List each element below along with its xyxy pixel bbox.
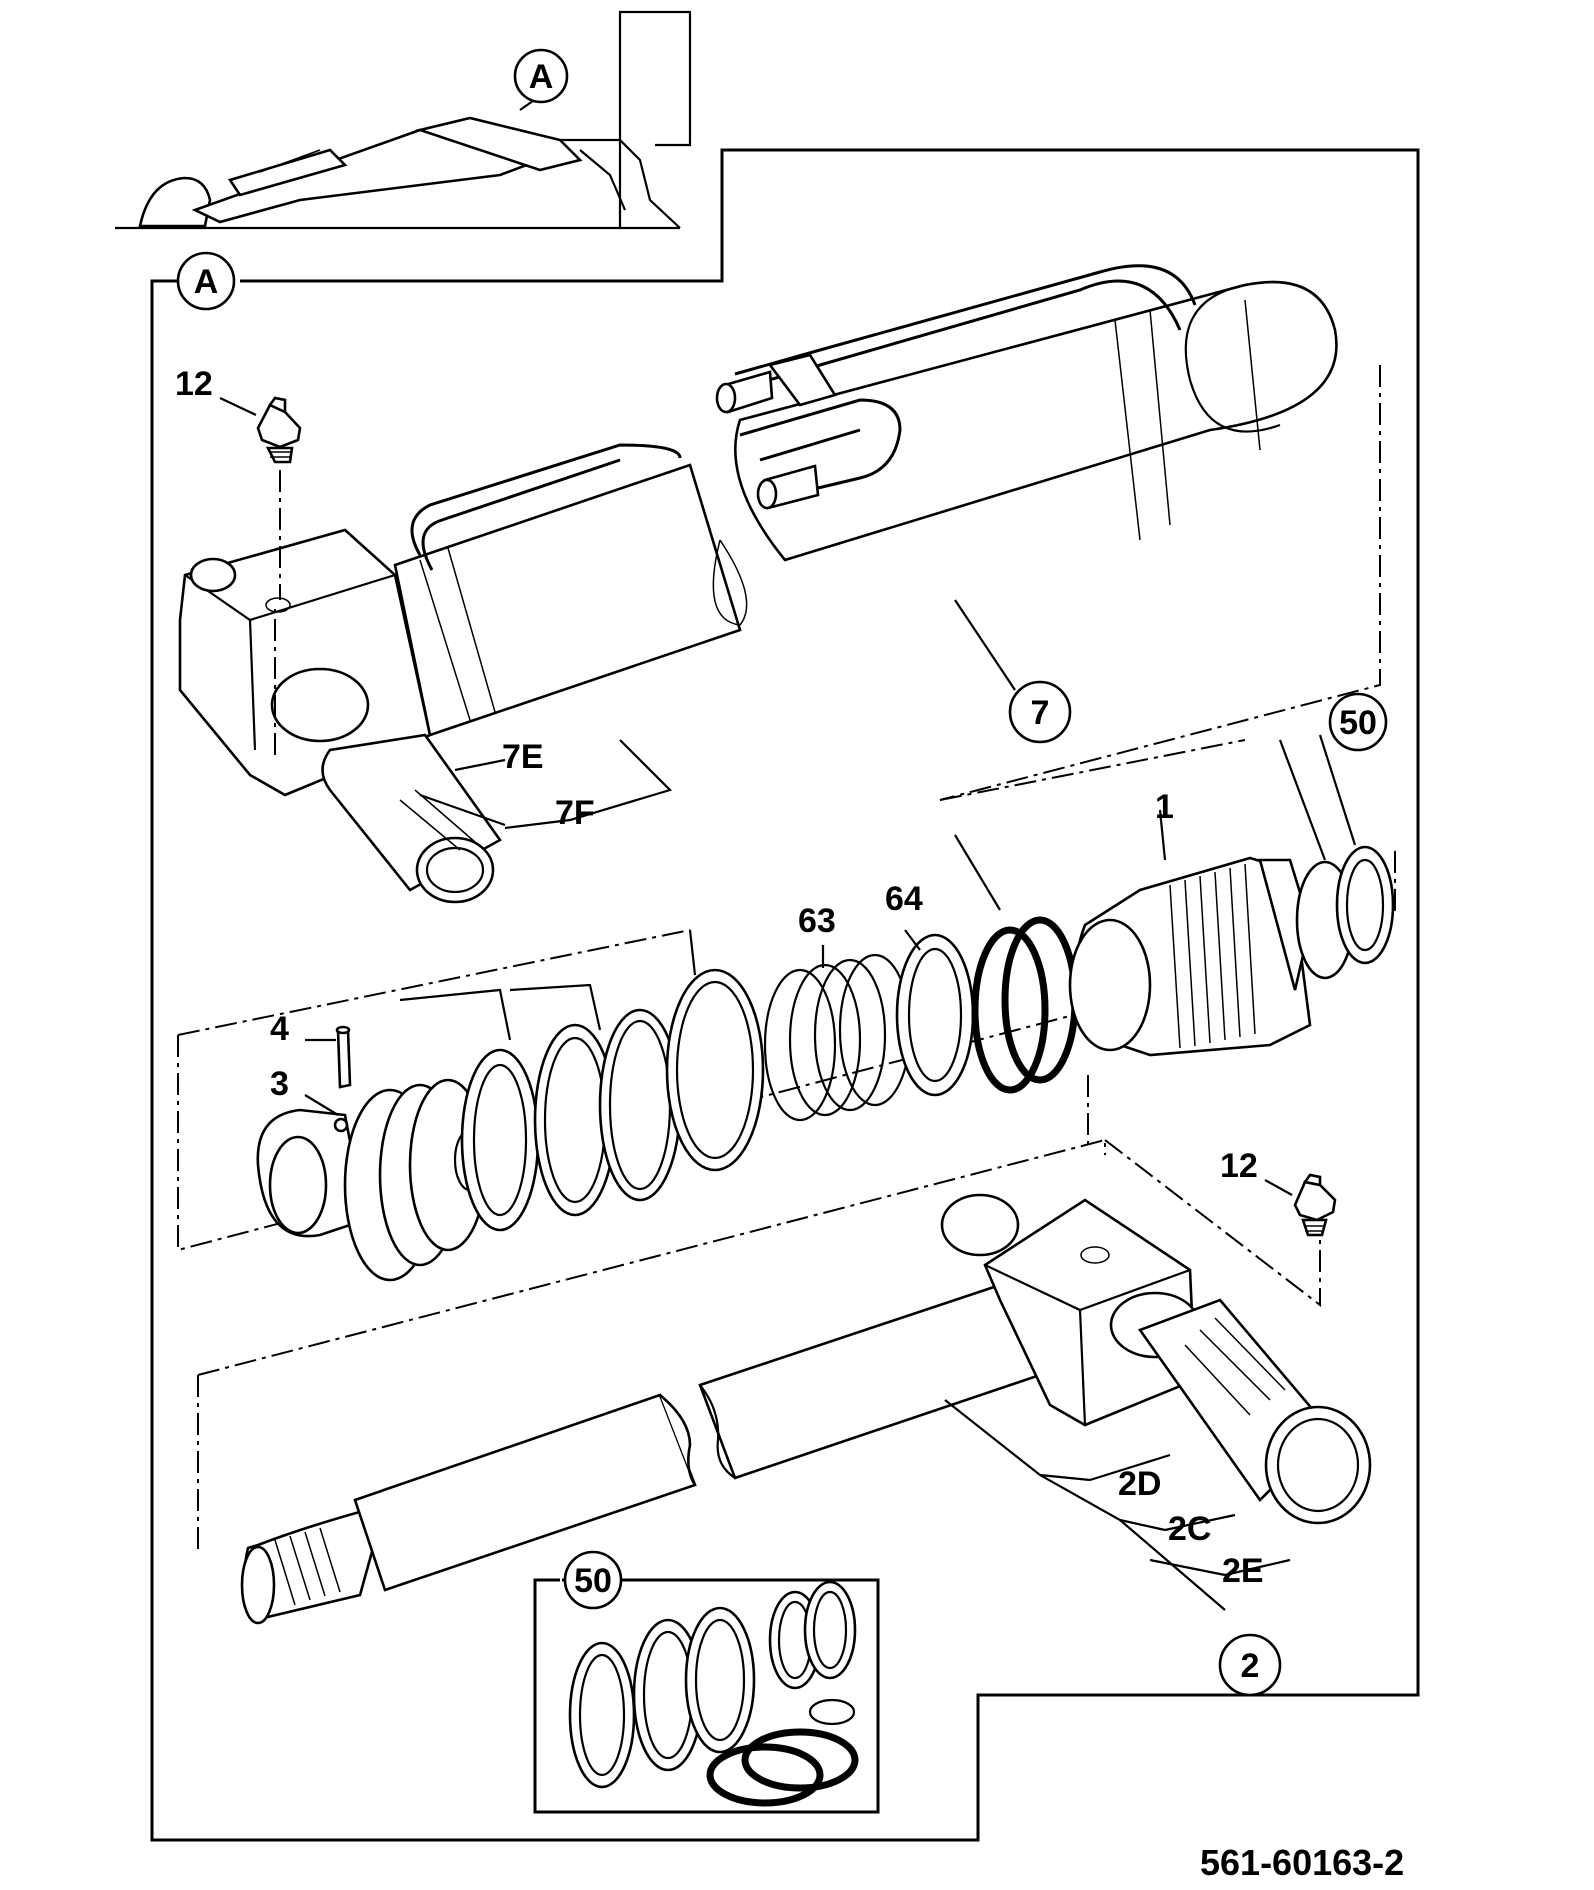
callout-7f: 7F	[555, 794, 595, 832]
view-a-reference-top: A	[513, 48, 569, 111]
callout-2e: 2E	[1222, 1552, 1264, 1590]
main-frame	[150, 148, 1420, 1842]
callout-7: 7	[1008, 680, 1072, 744]
callout-3: 3	[270, 1065, 289, 1103]
callout-4: 4	[270, 1010, 289, 1048]
grease-nipple-top	[219, 396, 302, 600]
view-a-reference-main: A	[176, 251, 236, 311]
drawing-number: 561-60163-2	[1200, 1842, 1404, 1883]
cylinder-body	[178, 264, 1381, 904]
grease-nipple-right	[1264, 1173, 1337, 1237]
callout-50-inset-label: 50	[574, 1562, 612, 1600]
callout-50-main-label: 50	[1339, 704, 1377, 742]
machine-overview	[115, 10, 692, 230]
callout-1: 1	[1155, 788, 1174, 826]
callout-12-right: 12	[1220, 1147, 1258, 1185]
callout-2d: 2D	[1118, 1465, 1161, 1503]
view-a-label-main: A	[194, 263, 219, 301]
callout-2-label: 2	[1241, 1647, 1260, 1685]
callout-64: 64	[885, 880, 923, 918]
callout-2: 2	[1218, 1633, 1282, 1697]
callout-7-label: 7	[1031, 694, 1050, 732]
callout-7e: 7E	[502, 738, 544, 776]
callout-63: 63	[798, 902, 836, 940]
callout-2c: 2C	[1168, 1510, 1211, 1548]
callout-50-main: 50	[1328, 692, 1388, 752]
callout-50-inset: 50	[563, 1550, 623, 1610]
piston-assembly	[177, 734, 1396, 1282]
callout-12-top: 12	[175, 365, 213, 403]
view-a-label-top: A	[529, 58, 554, 96]
piston-rod	[197, 1075, 1372, 1625]
seal-kit-inset	[533, 1578, 880, 1814]
